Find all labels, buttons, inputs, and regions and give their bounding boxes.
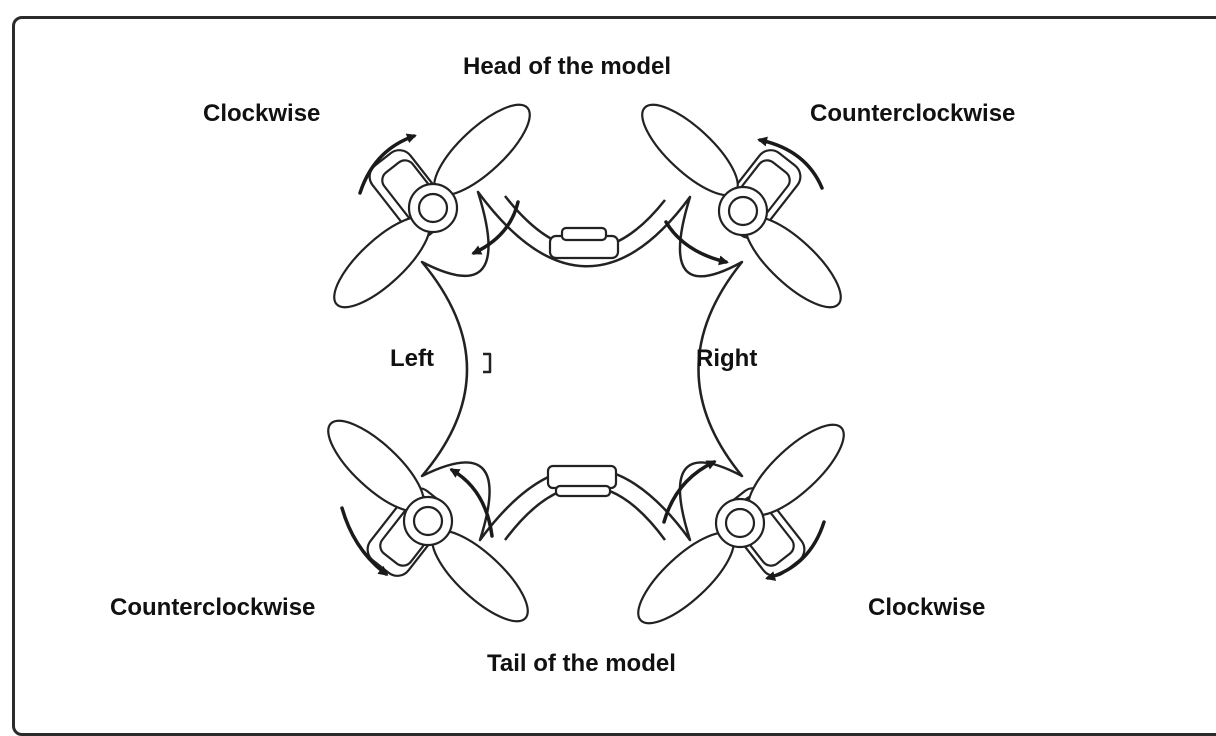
front-left-rotation-label: Clockwise [203, 100, 321, 127]
tail-label: Tail of the model [487, 650, 676, 677]
rear-right-rotation-label: Clockwise [868, 594, 986, 621]
arrow-front-right-inner [664, 220, 729, 266]
rear-left-rotation-label: Counterclockwise [110, 594, 316, 621]
front-latch [548, 226, 620, 260]
arrow-front-left-inner [471, 200, 520, 255]
arrow-rear-left-inner [449, 468, 494, 538]
rotor-front-right [641, 103, 842, 309]
arrow-rear-right-outer [765, 520, 826, 581]
rotation-arrows [340, 133, 826, 581]
rotor-rear-left [327, 419, 529, 623]
rotor-rear-right [637, 423, 845, 625]
left-label: Left [390, 345, 434, 372]
right-label: Right [696, 345, 758, 372]
head-label: Head of the model [463, 53, 672, 80]
arrow-rear-right-inner [662, 460, 717, 524]
rotor-front-left [333, 103, 531, 309]
arrow-front-right-outer [757, 136, 824, 190]
drone-rotation-diagram [327, 103, 845, 625]
arrow-rear-left-outer [340, 506, 389, 576]
front-right-rotation-label: Counterclockwise [810, 100, 1016, 127]
arrow-front-left-outer [358, 133, 417, 195]
rear-latch [546, 464, 618, 498]
